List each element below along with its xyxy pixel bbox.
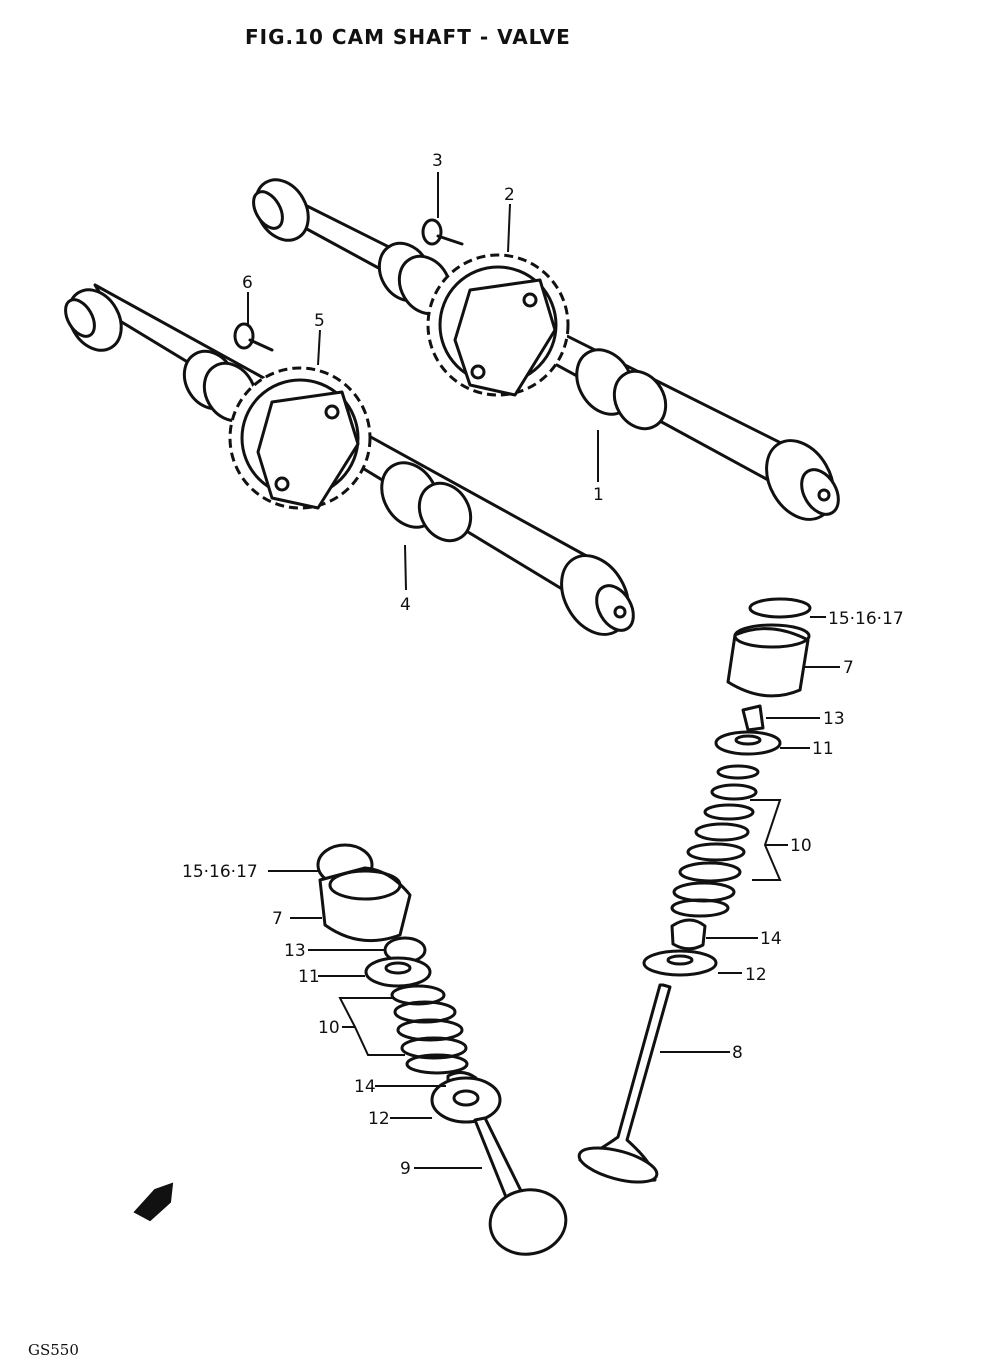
figure-title: FIG.10 CAM SHAFT - VALVE [245, 25, 571, 49]
callout-1: 1 [593, 485, 604, 505]
sprocket-bolt-3 [421, 218, 464, 246]
callout-10-left: 10 [318, 1018, 340, 1038]
callout-8: 8 [732, 1043, 743, 1063]
callout-7-right: 7 [843, 658, 854, 678]
spring-seat-left [430, 1076, 502, 1124]
cam-sprocket-2 [426, 253, 570, 397]
cam-sprocket-5 [228, 366, 372, 510]
callout-3: 3 [432, 151, 443, 171]
valve-springs-right [670, 764, 760, 918]
shim-right [748, 597, 812, 619]
valve-assembly-right [577, 597, 812, 1184]
sprocket-bolt-6 [233, 322, 274, 352]
callout-6: 6 [242, 273, 253, 293]
callout-labels: 3 2 6 5 1 4 15·16·17 7 13 11 10 14 12 8 … [182, 151, 904, 1179]
callout-13-right: 13 [823, 709, 845, 729]
callout-12-left: 12 [368, 1109, 390, 1129]
callout-9: 9 [400, 1159, 411, 1179]
front-arrow-icon [133, 1182, 174, 1222]
stem-seal-right [670, 918, 707, 951]
callout-14-right: 14 [760, 929, 782, 949]
callout-10-right: 10 [790, 836, 812, 856]
callout-4: 4 [400, 595, 411, 615]
model-code: GS550 [28, 1341, 79, 1359]
callout-5: 5 [314, 311, 325, 331]
callout-14-left: 14 [354, 1077, 376, 1097]
callout-11-right: 11 [812, 739, 834, 759]
callout-12-right: 12 [745, 965, 767, 985]
callout-15-16-17-left: 15·16·17 [182, 862, 258, 882]
cotter-right [741, 704, 765, 732]
callout-2: 2 [504, 185, 515, 205]
callout-11-left: 11 [298, 967, 320, 987]
callout-15-16-17-right: 15·16·17 [828, 609, 904, 629]
callout-13-left: 13 [284, 941, 306, 961]
valve-springs-left [390, 984, 469, 1075]
valve-assembly-left [316, 843, 568, 1256]
tappet-right [726, 627, 810, 698]
callout-7-left: 7 [272, 909, 283, 929]
leader-lines [247, 172, 840, 1169]
